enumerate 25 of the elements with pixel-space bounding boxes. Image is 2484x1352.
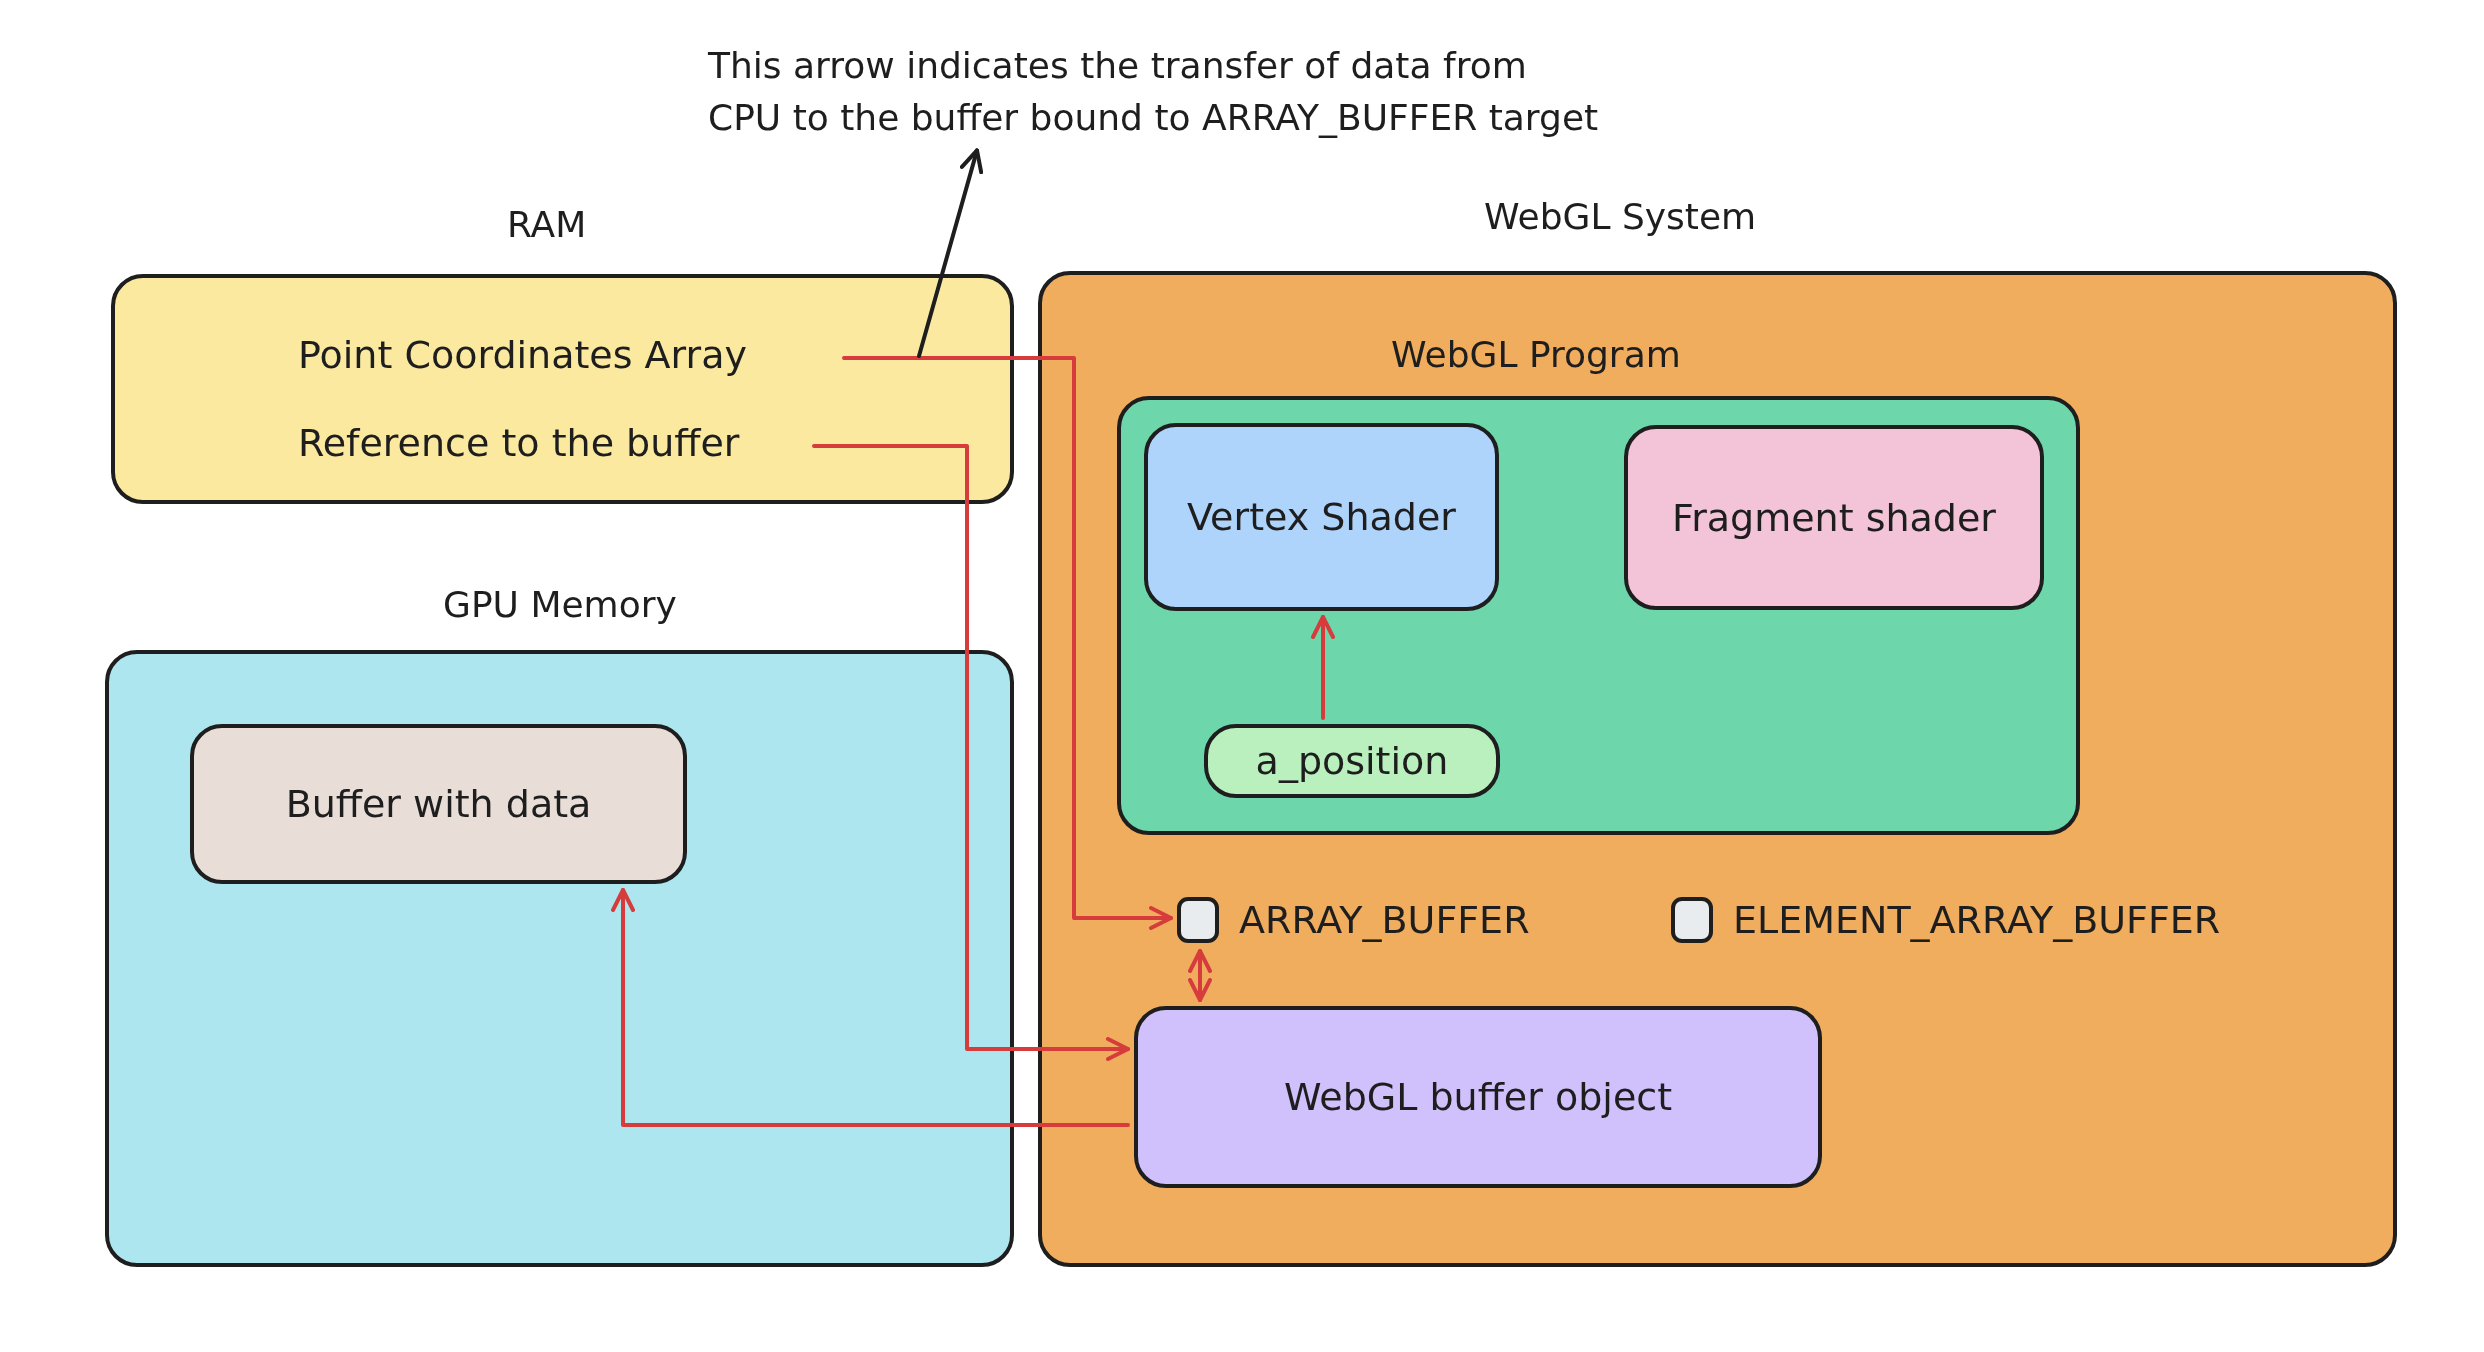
node-label: a_position [1255, 739, 1449, 783]
connector-arrow [1188, 949, 1212, 1002]
panel-heading: GPU Memory [443, 584, 677, 625]
node-label: Vertex Shader [1187, 495, 1456, 539]
buffer-target-label: ELEMENT_ARRAY_BUFFER [1733, 898, 2221, 942]
process-box [1144, 423, 1499, 611]
process-box [1624, 425, 2044, 610]
node-label: Fragment shader [1672, 495, 1996, 540]
connector-arrow [611, 888, 1130, 1127]
panel-heading: RAM [507, 204, 587, 245]
node-label: Buffer with data [285, 782, 592, 826]
attribute-box [1204, 724, 1500, 798]
connector-arrow [842, 356, 1173, 930]
text-label: Point Coordinates Array [298, 333, 838, 383]
panel-heading: WebGL System [1484, 196, 1757, 237]
connector-arrow [812, 444, 1130, 1061]
process-box [190, 724, 687, 884]
annotation-text: This arrow indicates the transfer of data from CPU to the buffer bound to ARRAY_BUFFER target [708, 40, 1608, 145]
pointer-arrow [917, 148, 984, 358]
node-label: WebGL buffer object [1283, 1075, 1673, 1119]
text-label: Reference to the buffer [298, 421, 808, 471]
buffer-target-label: ARRAY_BUFFER [1239, 898, 1530, 942]
connector-arrow [1311, 615, 1335, 720]
panel-heading: WebGL Program [1391, 334, 1681, 375]
process-box [1134, 1006, 1822, 1188]
